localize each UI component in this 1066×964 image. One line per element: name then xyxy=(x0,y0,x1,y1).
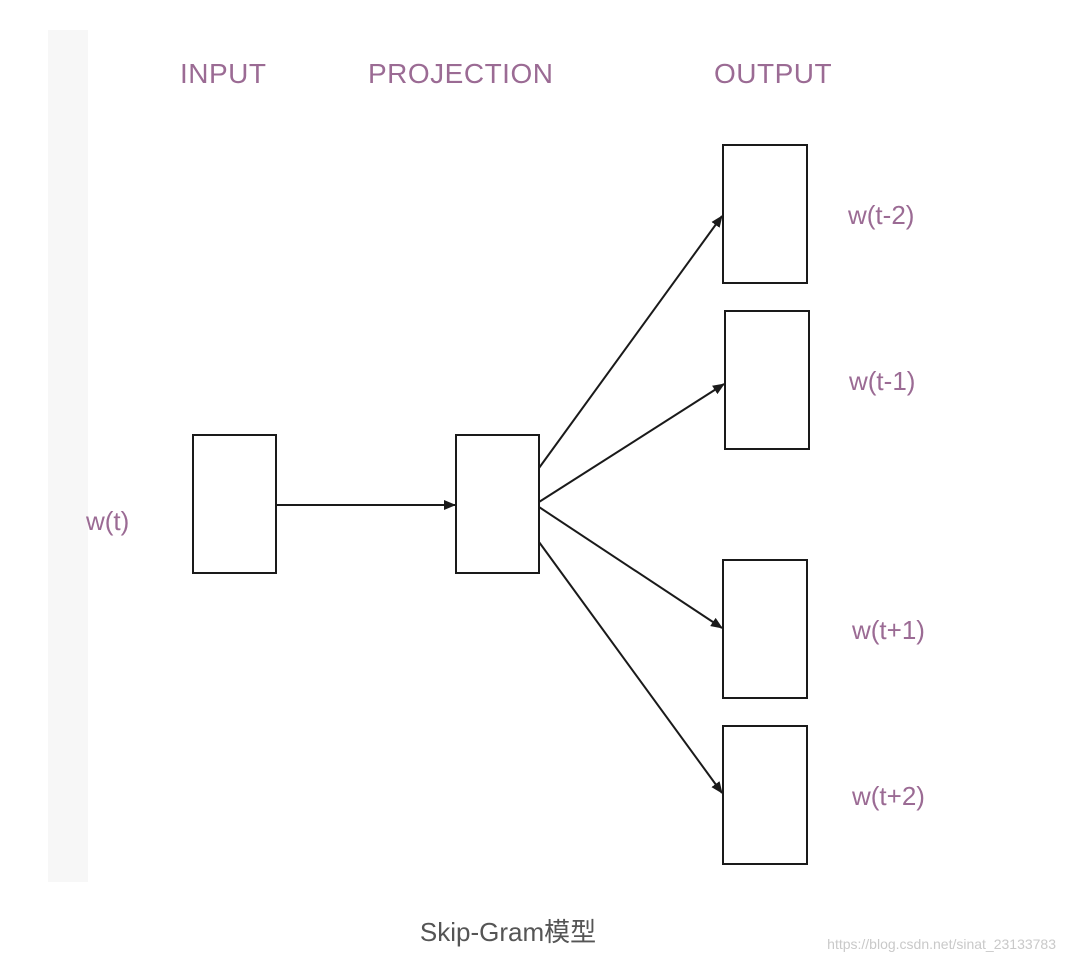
source-watermark: https://blog.csdn.net/sinat_23133783 xyxy=(827,936,1056,952)
output-box-3 xyxy=(722,559,808,699)
arrow-projection-to-output-1 xyxy=(538,215,723,469)
diagram-caption: Skip-Gram模型 xyxy=(419,917,597,947)
arrow-projection-to-output-4 xyxy=(538,541,723,794)
input-word-label: w(t) xyxy=(86,506,130,536)
header-input: INPUT xyxy=(180,58,267,89)
output-word-label-4: w(t+2) xyxy=(852,781,925,811)
header-output: OUTPUT xyxy=(714,58,833,89)
output-box-1 xyxy=(722,144,808,284)
output-word-label-1: w(t-2) xyxy=(848,200,915,230)
header-projection: PROJECTION xyxy=(368,58,554,89)
output-word-label-2: w(t-1) xyxy=(849,366,916,396)
projection-box xyxy=(455,434,540,574)
arrow-projection-to-output-2 xyxy=(538,383,725,503)
output-box-4 xyxy=(722,725,808,865)
arrow-projection-to-output-3 xyxy=(538,506,723,629)
output-box-2 xyxy=(724,310,810,450)
input-box xyxy=(192,434,277,574)
output-word-label-3: w(t+1) xyxy=(852,615,925,645)
